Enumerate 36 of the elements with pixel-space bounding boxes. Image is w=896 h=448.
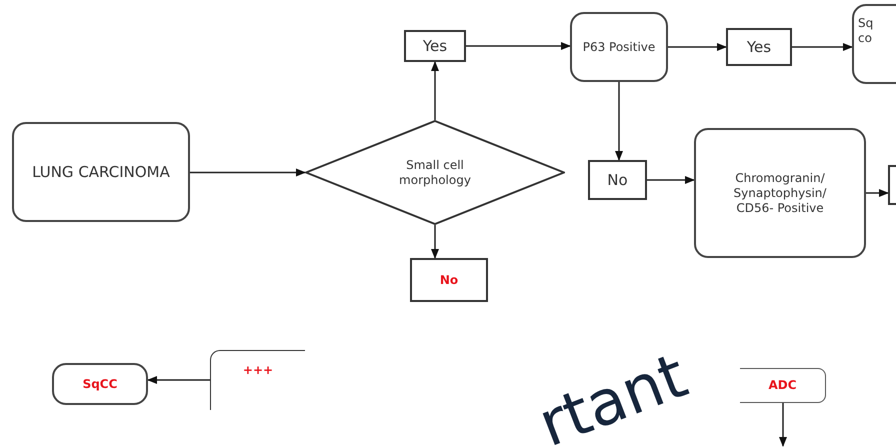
result-label: +++ (242, 363, 274, 378)
arrow (792, 43, 853, 51)
node-label: Small cell morphology (398, 158, 472, 188)
node-label: Chromogranin/ Synaptophysin/ CD56- Positive (732, 170, 828, 216)
node-label: co (858, 31, 872, 46)
arrow (147, 376, 210, 384)
node-label: Yes (746, 38, 772, 56)
node-label: LUNG CARCINOMA (32, 162, 170, 182)
arrow (647, 176, 695, 184)
decision-diamond (305, 120, 565, 225)
arrow (668, 43, 727, 51)
result-label: No (440, 272, 458, 288)
arrow (466, 42, 571, 50)
arrow (615, 82, 623, 161)
answer-box (726, 28, 792, 66)
process-box (694, 128, 866, 258)
overlay-text: rtant (528, 338, 696, 448)
node-label: No (607, 170, 628, 190)
answer-box (410, 258, 488, 302)
result-box (740, 368, 826, 403)
node-label: Sq (858, 16, 874, 31)
process-box (52, 363, 148, 405)
result-label: SqCC (82, 376, 118, 392)
answer-box (588, 160, 647, 200)
process-box (570, 12, 668, 82)
process-box (12, 122, 190, 222)
arrow (190, 168, 306, 176)
result-label: ADC (768, 378, 797, 393)
answer-box (404, 30, 466, 62)
node-label: P63 Positive (582, 40, 656, 54)
arrow (866, 189, 889, 197)
arrow (431, 61, 439, 120)
arrow (431, 225, 439, 259)
arrow (779, 403, 787, 447)
result-box (210, 350, 305, 410)
node-label: Yes (422, 36, 448, 56)
